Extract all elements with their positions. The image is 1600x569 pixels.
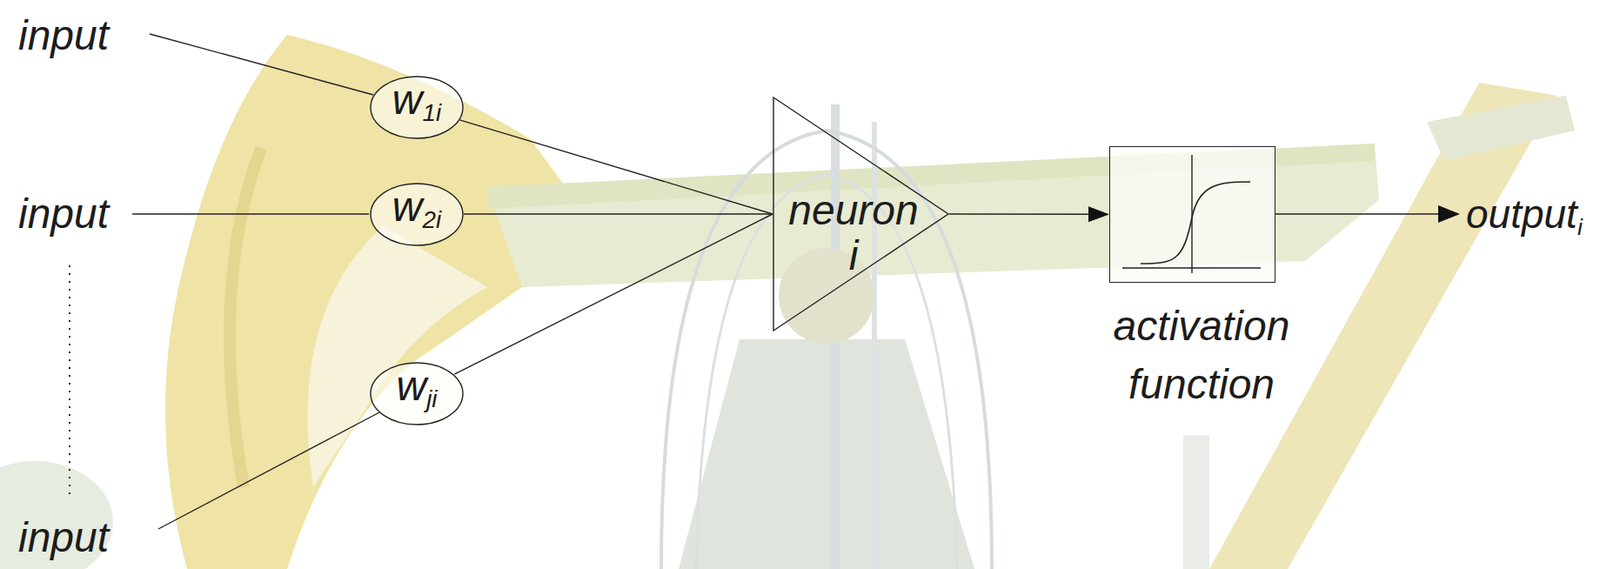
ellipse-shape (370, 183, 463, 246)
text-main: w (392, 183, 423, 230)
input-label: input (18, 513, 109, 563)
label-holder: input (18, 513, 109, 563)
input-label: input (18, 11, 109, 61)
neuron-label: neuron i (779, 187, 928, 279)
guard-cage (661, 130, 992, 569)
sigmoid-curve (1140, 181, 1251, 264)
text-holder: neuron i (779, 187, 928, 279)
text-main: w (395, 362, 427, 409)
text-subscript: i (1577, 214, 1583, 241)
input-wire (149, 33, 374, 95)
connector-line (949, 213, 1089, 215)
ellipse-shape (370, 362, 463, 425)
horse-head (165, 34, 601, 569)
input-label: input (18, 189, 109, 239)
connector-line (463, 213, 773, 215)
text-subscript: 2i (422, 207, 442, 235)
ellipsis-dots (68, 265, 71, 501)
text-subscript: ji (426, 386, 437, 414)
beam-end (1426, 95, 1575, 161)
weight-ellipse: w2i (369, 182, 464, 247)
label-holder: input (18, 11, 109, 61)
weight-ellipse: wji (369, 361, 464, 426)
tree-shape (0, 461, 114, 569)
text-subscript: 1i (422, 100, 442, 128)
output-label: outputi (1466, 189, 1583, 252)
arrow-head (1438, 205, 1460, 223)
weight-ellipse: w1i (369, 75, 464, 140)
label-holder: outputi (1466, 189, 1583, 252)
chimney (1183, 435, 1210, 569)
weight-label: w1i (392, 75, 442, 138)
output-wire (1275, 213, 1440, 215)
arrow-head (1088, 206, 1110, 222)
triangle-shape (773, 97, 949, 331)
weight-label: w2i (392, 182, 442, 245)
connector-line (459, 120, 773, 215)
tower-base (678, 339, 975, 569)
input-wire (158, 412, 380, 529)
text-holder: activation function (1071, 296, 1333, 414)
connector-line (454, 214, 773, 375)
horse-head-cutout (307, 226, 488, 488)
ellipse-shape (370, 76, 463, 139)
horse-head-edge (229, 147, 262, 488)
activation-ground (1109, 146, 1276, 283)
label-holder: input (18, 189, 109, 239)
text-main: output (1466, 191, 1578, 237)
weight-label: wji (395, 361, 437, 424)
activation-label: activation function (1071, 296, 1333, 414)
neuron-triangle: neuron i (772, 96, 950, 332)
text-main: w (392, 76, 423, 123)
input-wire (132, 213, 369, 215)
activation-box: activation function (1109, 146, 1276, 283)
